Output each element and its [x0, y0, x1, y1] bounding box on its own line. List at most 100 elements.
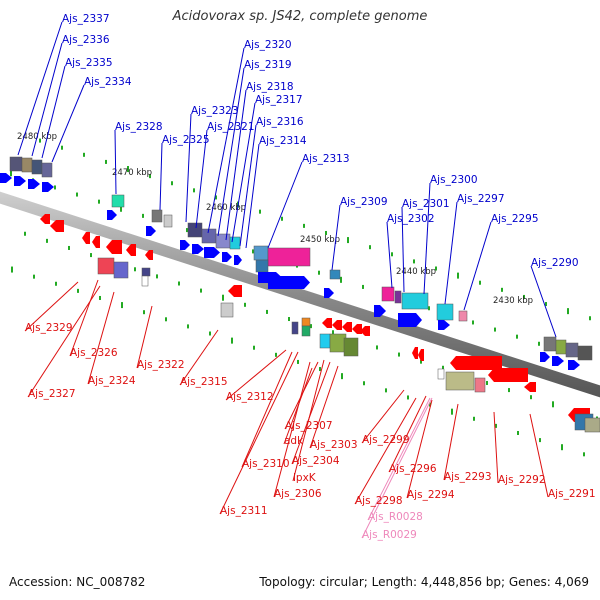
- gene-label[interactable]: Ajs_2311: [220, 505, 268, 517]
- forward-gene-arrow: [28, 179, 40, 189]
- gene-label[interactable]: Ajs_2290: [531, 257, 579, 269]
- tick-mark: [479, 280, 481, 285]
- label-leader-line: [245, 143, 260, 249]
- gene-label[interactable]: Ajs_2313: [302, 153, 350, 165]
- gene-label[interactable]: Ajs_2307: [285, 420, 333, 432]
- label-leader-line: [463, 221, 492, 311]
- gene-label[interactable]: Ajs_2300: [430, 174, 478, 186]
- tick-mark: [583, 452, 585, 457]
- gene-box: [394, 290, 402, 304]
- gene-label[interactable]: Ajs_2314: [259, 135, 307, 147]
- label-leader-line: [207, 47, 245, 234]
- gene-label[interactable]: Ajs_2334: [84, 76, 132, 88]
- reverse-gene-arrow: [40, 214, 50, 224]
- reverse-gene-arrow: [352, 324, 362, 334]
- gene-label[interactable]: Ajs_2291: [548, 488, 596, 500]
- gene-labels[interactable]: Ajs_2337Ajs_2336Ajs_2335Ajs_2334Ajs_2328…: [25, 13, 596, 541]
- gene-label[interactable]: Ajs_2337: [62, 13, 110, 25]
- gene-box: [555, 339, 567, 355]
- gene-label[interactable]: Ajs_2317: [255, 94, 303, 106]
- gene-label[interactable]: Ajs_2299: [362, 434, 410, 446]
- label-leader-line: [401, 206, 405, 293]
- tick-mark: [508, 388, 510, 393]
- gene-label[interactable]: Ajs_2312: [226, 391, 274, 403]
- label-leader-line: [530, 265, 557, 338]
- gene-label[interactable]: Ajs_2301: [402, 198, 450, 210]
- tick-mark: [231, 337, 233, 344]
- tick-mark: [363, 381, 365, 386]
- tick-mark: [369, 245, 371, 250]
- gene-label[interactable]: Ajs_R0029: [362, 529, 417, 541]
- tick-mark: [215, 195, 217, 200]
- gene-label[interactable]: Ajs_2328: [115, 121, 163, 133]
- gene-box: [437, 368, 445, 380]
- gene-label[interactable]: Ajs_2316: [256, 116, 304, 128]
- gene-label[interactable]: Ajs_2329: [25, 322, 73, 334]
- forward-gene-arrow: [268, 276, 310, 289]
- gene-label[interactable]: Ajs_2319: [244, 59, 292, 71]
- gene-label[interactable]: Ajs_2309: [340, 196, 388, 208]
- gene-label[interactable]: Ajs_2306: [274, 488, 322, 500]
- gene-label[interactable]: Ajs_2318: [246, 81, 294, 93]
- tick-mark: [407, 395, 409, 400]
- reverse-gene-arrow: [50, 220, 64, 232]
- reverse-gene-arrow: [524, 382, 536, 392]
- tick-mark: [486, 380, 488, 385]
- gene-label[interactable]: Ajs_2295: [491, 213, 539, 225]
- label-leader-line: [239, 124, 257, 247]
- forward-gene-arrow: [107, 210, 117, 220]
- gene-label[interactable]: Ajs_2326: [70, 347, 118, 359]
- gene-label[interactable]: Ajs_2298: [355, 495, 403, 507]
- label-leader-lines: [17, 21, 557, 539]
- tick-mark: [376, 345, 378, 350]
- gene-box: [31, 159, 43, 175]
- tick-mark: [275, 352, 277, 357]
- tick-mark: [46, 238, 48, 243]
- gene-box: [111, 194, 125, 208]
- gene-label[interactable]: Ajs_2320: [244, 39, 292, 51]
- gene-label[interactable]: Ajs_2303: [310, 439, 358, 451]
- gene-label[interactable]: Ajs_2310: [242, 458, 290, 470]
- gene-box: [301, 325, 311, 337]
- tick-mark: [105, 159, 107, 164]
- gene-box: [113, 261, 129, 279]
- gene-label[interactable]: Ajs_2323: [191, 105, 239, 117]
- tick-mark: [90, 253, 92, 258]
- gene-label[interactable]: Ajs_2327: [28, 388, 76, 400]
- gene-label[interactable]: Ajs_2302: [387, 213, 435, 225]
- gene-label[interactable]: Ajs_2322: [137, 359, 185, 371]
- gene-label[interactable]: Ajs_2315: [180, 376, 228, 388]
- gene-label[interactable]: Ajs_R0028: [368, 511, 423, 523]
- gene-label[interactable]: Ajs_2294: [407, 489, 455, 501]
- label-leader-line: [17, 21, 63, 156]
- gene-label[interactable]: Ajs_2304: [292, 455, 340, 467]
- gene-label[interactable]: Ajs_2325: [162, 134, 210, 146]
- tick-mark: [33, 274, 35, 279]
- gene-label[interactable]: adk: [284, 435, 304, 447]
- gene-label[interactable]: Ajs_2293: [444, 471, 492, 483]
- gene-label[interactable]: Ajs_2296: [389, 463, 437, 475]
- gene-label[interactable]: Ajs_2324: [88, 375, 136, 387]
- reverse-gene-arrow: [106, 240, 122, 254]
- reverse-gene-arrow: [126, 244, 136, 256]
- gene-label[interactable]: Ajs_2292: [498, 474, 546, 486]
- tick-mark: [222, 294, 224, 301]
- tick-mark: [259, 209, 261, 214]
- tick-mark: [435, 266, 437, 271]
- kbp-label: 2470 kbp: [112, 168, 152, 178]
- tick-mark: [539, 438, 541, 443]
- label-leader-line: [136, 305, 153, 369]
- gene-label[interactable]: Ajs_2336: [62, 34, 110, 46]
- tick-mark: [121, 302, 123, 309]
- tick-mark: [413, 259, 415, 264]
- label-leader-line: [493, 411, 499, 484]
- gene-label[interactable]: lpxK: [293, 472, 317, 484]
- tick-mark: [24, 231, 26, 236]
- gene-features[interactable]: [0, 156, 600, 433]
- tick-mark: [281, 216, 283, 221]
- gene-label[interactable]: Ajs_2297: [457, 193, 505, 205]
- gene-label[interactable]: Ajs_2335: [65, 57, 113, 69]
- gene-label[interactable]: Ajs_2321: [207, 121, 255, 133]
- gene-box: [291, 321, 299, 335]
